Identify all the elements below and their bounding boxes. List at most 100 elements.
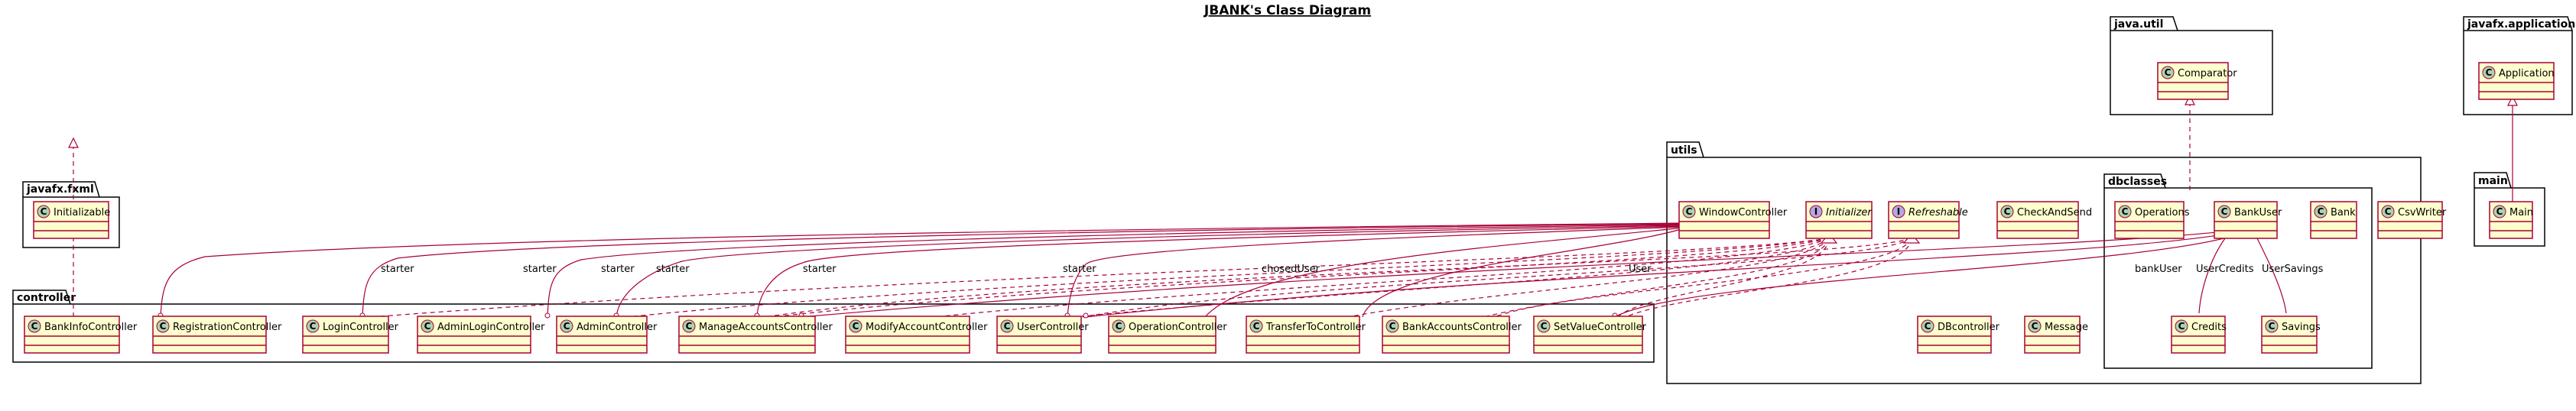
edge-bankuser-credits [2198,238,2226,314]
edge-label: starter [1063,264,1096,275]
edge-manage-window [756,225,1684,318]
class-icon [156,319,170,333]
class-icon [2175,319,2188,333]
edge-label: starter [601,264,635,275]
edge-modify-initializer [934,238,1830,318]
class-icon [682,319,696,333]
stereotype-letter: C [2122,206,2129,217]
stereotype-letter: C [2221,206,2228,217]
stereotype-letter: C [2385,206,2392,217]
class-name: AdminLoginController [437,322,545,333]
class-icon [560,319,573,333]
stereotype-letter: C [2486,67,2493,78]
class-icon [37,205,50,218]
class-name: WindowController [1699,207,1788,218]
class-comparator: C Comparator [2157,62,2237,100]
stereotype-letter: I [1897,206,1900,217]
class-icon [2118,205,2132,218]
class-icon [1537,319,1551,333]
edge-label: starter [381,264,414,275]
edge-registration-window [160,222,1684,318]
class-icon [1112,319,1126,333]
edge-admin-initializer [626,238,1830,318]
diagram-title: JBANK's Class Diagram [1204,3,1371,18]
class-name: Comparator [2178,68,2237,79]
class-bank: C Bank [2310,201,2357,239]
class-name: Initializer [1826,207,1873,218]
edge-setvalue-refreshable [1625,238,1912,318]
stereotype-letter: C [310,321,317,332]
edge-user-bankuser [1085,230,2245,318]
class-csvwriter: C CsvWriter [2377,201,2447,239]
stereotype-letter: C [2318,206,2324,217]
stereotype-letter: C [41,206,47,217]
class-name: Operations [2135,207,2190,218]
class-icon [2000,205,2014,218]
edge-adminlogin-window [547,224,1684,318]
package-controller: controller [12,290,1655,363]
stereotype-letter: C [424,321,431,332]
class-icon [2265,319,2279,333]
relationships [73,102,2513,318]
class-name: Initializable [54,207,110,218]
class-icon [1682,205,1696,218]
class-icon [2482,66,2496,79]
class-icon [2493,205,2506,218]
edge-label: starter [523,264,557,275]
stereotype-letter: C [1116,321,1122,332]
edge-label: UserCredits [2196,264,2254,275]
class-icon [2028,319,2042,333]
class-icon [421,319,434,333]
stereotype-letter: C [1686,206,1693,217]
stereotype-letter: I [1814,206,1817,217]
edge-label: starter [656,264,690,275]
class-name: OperationController [1129,322,1227,333]
interface-icon [1809,205,1823,218]
edge-label: bankUser [2135,264,2182,275]
class-name: DBcontroller [1938,322,2000,333]
class-name: ModifyAccountController [866,322,988,333]
class-icon [28,319,41,333]
edge-setvalue-bankuser [1614,231,2245,318]
class-name: Message [2045,322,2088,333]
class-name: RegistrationController [173,322,282,333]
stereotype-letter: C [686,321,693,332]
class-name: Bank [2331,207,2356,218]
stereotype-letter: C [2496,206,2503,217]
stereotype-letter: C [1004,321,1011,332]
class-icon [2381,205,2395,218]
edge-label: chosedUser [1262,264,1320,275]
class-operations: C Operations [2114,201,2190,239]
package-label: dbclasses [2108,176,2167,188]
edge-user-refreshable [1082,238,1912,318]
class-icon [306,319,320,333]
stereotype-letter: C [2165,67,2172,78]
class-icon [1000,319,1014,333]
class-icon [1921,319,1934,333]
class-icon [1249,319,1263,333]
class-initializable: C Initializable [33,201,110,239]
edge-label: UserSavings [2262,264,2324,275]
edge-user-window [1067,226,1684,318]
class-name: CsvWriter [2398,207,2447,218]
edge-manage-initializer [772,238,1830,318]
class-icon [2217,205,2231,218]
edge-bankaccounts-refreshable [1493,238,1912,318]
stereotype-letter: C [1389,321,1396,332]
class-name: TransferToController [1265,322,1366,333]
edge-setvalue-initializer [1617,238,1830,318]
